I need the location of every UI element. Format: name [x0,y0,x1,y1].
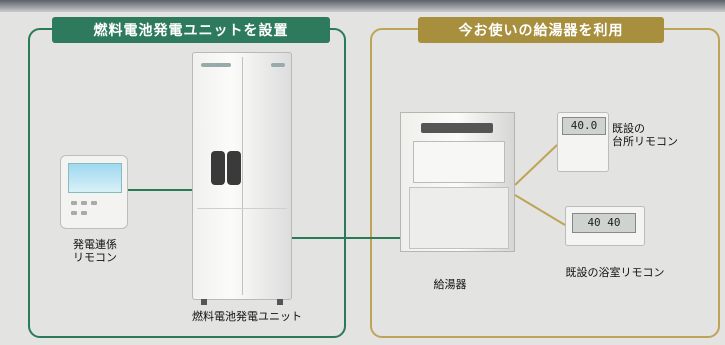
unit-logo [271,63,285,67]
remote-button [71,211,77,215]
panel-seam [197,208,287,209]
remote-button [71,201,77,205]
heater-to-bath-line [514,194,566,226]
water-heater-device [400,112,515,252]
heater-to-kitchen-line [514,144,558,186]
remote-button [81,211,87,215]
heater-front-cover [409,187,509,249]
bath-remote-display: 40 40 [572,213,636,233]
bath-remote-label: 既設の浴室リモコン [565,266,665,279]
water-heater-header: 今お使いの給湯器を利用 [418,17,664,43]
kitchen-remote-label-line2: 台所リモコン [612,135,678,148]
fuel-cell-unit-label: 燃料電池発電ユニット [192,310,302,323]
kitchen-remote-device: 40.0 [557,112,609,172]
unit-foot [277,299,283,305]
remote-button [91,201,97,205]
top-shade [0,0,725,12]
power-remote-screen [68,163,122,193]
power-remote-label-line2: リモコン [73,251,117,264]
heater-vent [421,123,493,133]
bath-remote-device: 40 40 [565,206,645,246]
heater-info-panel [413,141,505,183]
fuel-cell-header: 燃料電池発電ユニットを設置 [52,17,330,43]
door-handle [227,151,241,185]
power-remote-label-line1: 発電連係 [73,238,117,251]
door-handle [211,151,225,185]
unit-logo [201,63,231,67]
kitchen-remote-display: 40.0 [562,117,606,135]
remote-button [81,201,87,205]
kitchen-remote-label: 既設の 台所リモコン [612,122,712,148]
unit-foot [201,299,207,305]
kitchen-remote-label-line1: 既設の [612,122,645,135]
water-heater-label: 給湯器 [433,278,467,291]
power-remote-label: 発電連係 リモコン [55,238,135,264]
fuel-cell-unit-device [192,52,292,305]
power-remote-device [60,155,128,229]
door-seam [242,57,243,295]
